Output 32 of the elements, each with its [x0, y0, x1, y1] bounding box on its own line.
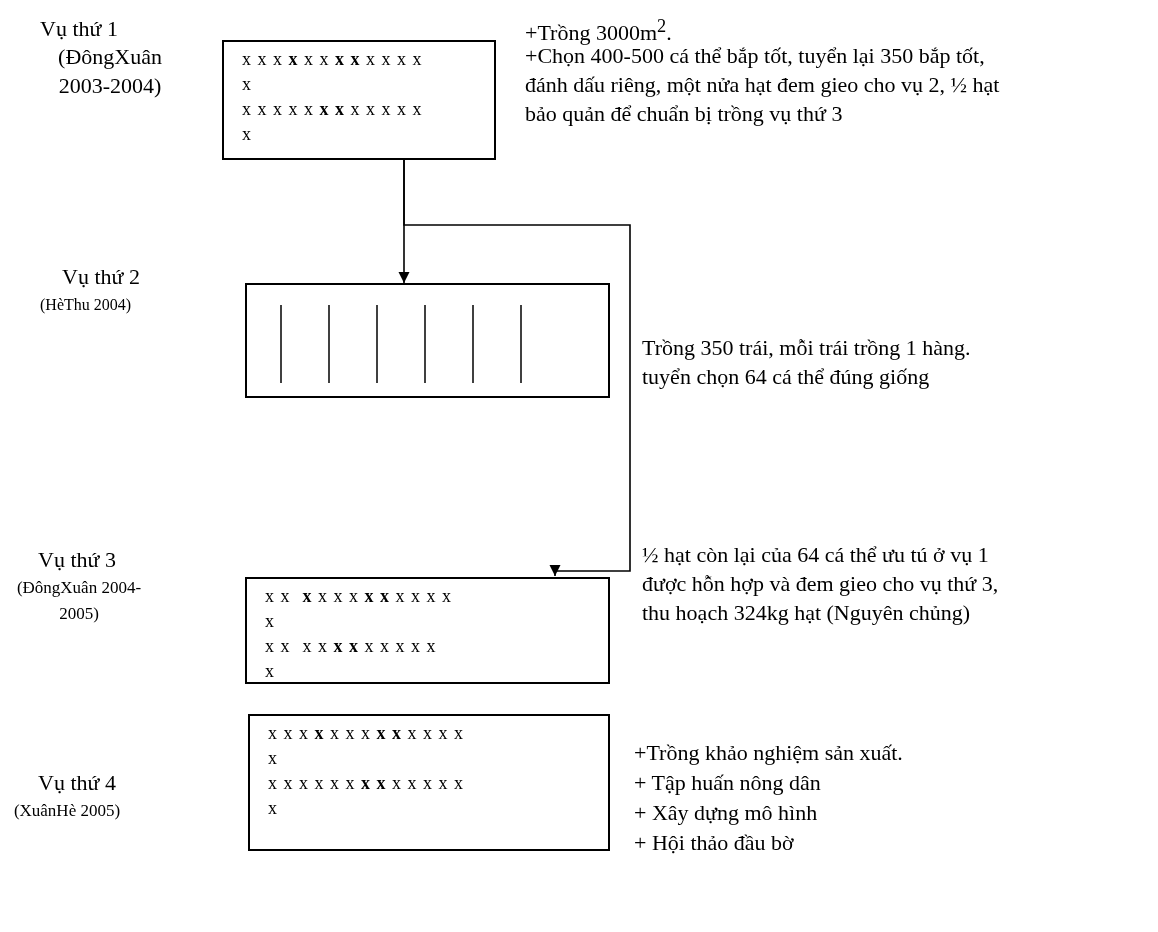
plant-row-marks: x x x x x x x x x x x x: [265, 585, 452, 608]
field-plot-box: [245, 577, 610, 684]
field-plot-box: [222, 40, 496, 160]
plant-row-marks: x x x x x x x x x x x x: [242, 98, 423, 121]
season-note: +Trồng 3000m$^{2}$.: [525, 15, 673, 48]
plant-row-marks: x: [268, 797, 278, 820]
season-label: Vụ thứ 1: [40, 15, 119, 43]
field-plot-box: [248, 714, 610, 851]
plant-row-marks: x: [265, 660, 275, 683]
season-note: + Xây dựng mô hình: [634, 799, 819, 827]
season-label: (ĐôngXuân 2004-2005): [15, 577, 143, 625]
plant-row-marks: x: [242, 73, 252, 96]
season-note: + Hội thảo đầu bờ: [634, 829, 795, 857]
field-plot-box: [245, 283, 610, 398]
season-note: + Tập huấn nông dân: [634, 769, 822, 797]
plant-row-marks: x x x x x x x x x x x: [265, 635, 437, 658]
season-note: +Trồng khảo nghiệm sản xuất.: [634, 739, 904, 767]
season-label: (ĐôngXuân 2003-2004): [57, 43, 163, 100]
plant-row-marks: x: [268, 747, 278, 770]
plant-row-marks: x x x x x x x x x x x x: [242, 48, 423, 71]
arrow: [403, 159, 631, 577]
season-note: Trồng 350 trái, mỗi trái trồng 1 hàng. tuyển chọn 64 cá thể đúng giống: [642, 334, 972, 391]
season-note: ½ hạt còn lại của 64 cá thể ưu tú ở vụ 1 được hỗn hợp và đem gieo cho vụ thứ 3, thu hoạch 324kg hạt (Nguyên chủng): [642, 541, 1000, 627]
plant-row-marks: x: [265, 610, 275, 633]
plant-row-marks: x x x x x x x x x x x x x: [268, 722, 464, 745]
season-label: Vụ thứ 3: [38, 546, 117, 574]
season-label: (XuânHè 2005): [12, 800, 122, 822]
season-label: (HèThu 2004): [40, 295, 133, 316]
season-label: Vụ thứ 2: [62, 263, 141, 291]
plant-row-marks: x x x x x x x x x x x x x: [268, 772, 464, 795]
season-label: Vụ thứ 4: [38, 769, 117, 797]
plant-row-marks: x: [242, 123, 252, 146]
